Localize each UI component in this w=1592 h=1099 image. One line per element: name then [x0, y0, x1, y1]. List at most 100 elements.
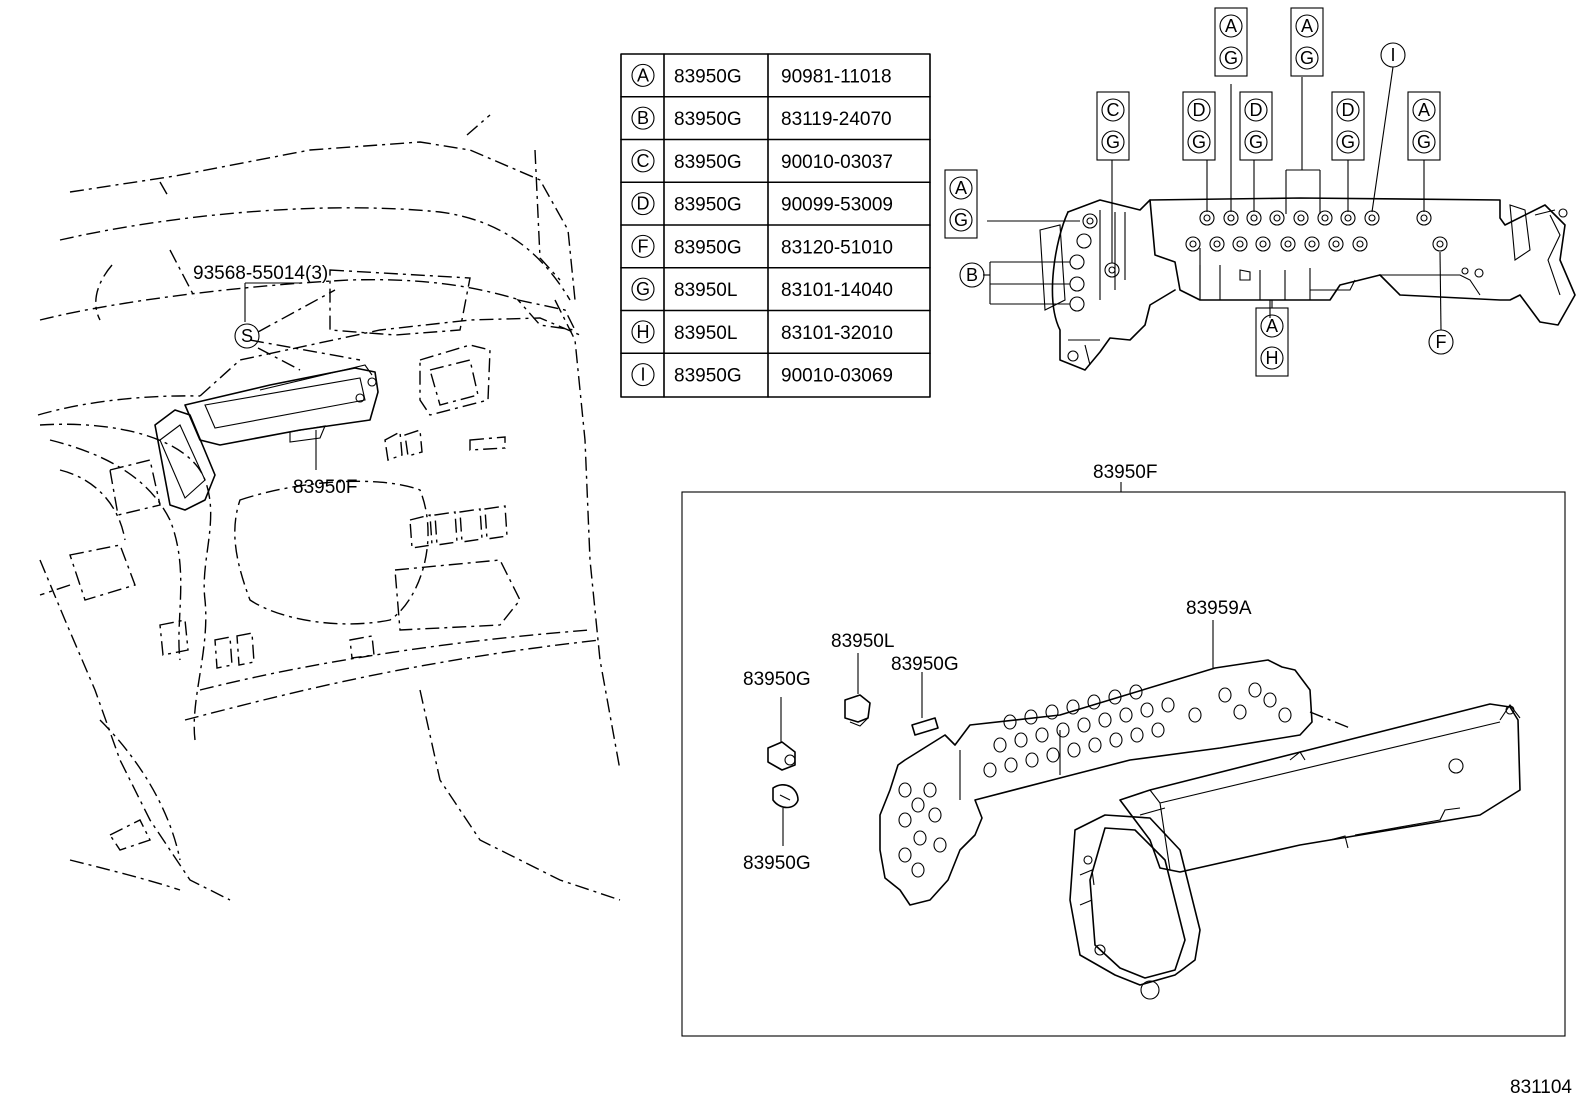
legend-part-number: 90010-03069	[781, 366, 893, 387]
board-hole	[1014, 732, 1028, 748]
legend-part-number: 83119-24070	[781, 109, 892, 130]
callout-letter: G	[1192, 132, 1206, 152]
board-hole	[1151, 722, 1165, 738]
board-hole	[1130, 727, 1144, 743]
board-hole	[923, 782, 937, 798]
callout-letter: I	[1390, 45, 1395, 65]
legend-code: 83950G	[674, 66, 742, 87]
board-hole	[928, 807, 942, 823]
socket-icon	[1185, 236, 1201, 252]
callout-circle: B	[959, 262, 985, 288]
callout-letter: G	[1249, 132, 1263, 152]
callout-box: AG	[1290, 7, 1324, 77]
socket-icon	[1232, 236, 1248, 252]
legend-key: D	[637, 194, 650, 214]
legend-key: G	[636, 279, 650, 299]
legend-code: 83950G	[674, 195, 742, 216]
callout-letter: F	[1436, 332, 1447, 352]
legend-code: 83950L	[674, 323, 737, 344]
callout-letter: A	[1301, 16, 1313, 36]
socket-icon	[1352, 236, 1368, 252]
legend-key-circle	[631, 192, 655, 216]
legend-key-circle	[631, 363, 655, 387]
legend-key-circle	[631, 277, 655, 301]
board-hole	[1233, 704, 1247, 720]
legend-key: A	[637, 65, 649, 85]
board-hole	[1188, 707, 1202, 723]
legend-part-number: 90099-53009	[781, 195, 893, 216]
callout-box: AG	[1214, 7, 1248, 77]
callout-box: DG	[1182, 91, 1216, 161]
board-hole	[1004, 757, 1018, 773]
board-hole	[1161, 697, 1175, 713]
board-hole	[993, 737, 1007, 753]
board-hole	[1088, 737, 1102, 753]
bulb-83950L	[844, 653, 871, 727]
board-hole	[933, 837, 947, 853]
socket-icon	[1104, 262, 1120, 278]
socket-icon	[1432, 236, 1448, 252]
socket-icon	[1304, 236, 1320, 252]
socket-icon	[1223, 210, 1239, 226]
callout-box: DG	[1239, 91, 1273, 161]
board-hole	[1129, 684, 1143, 700]
callout-box: AG	[1407, 91, 1441, 161]
bulb-g-label-lower: 83950G	[743, 853, 811, 874]
bulb-83950G-small	[911, 672, 939, 736]
socket-icon	[1328, 236, 1344, 252]
callout-letter: D	[1250, 100, 1263, 120]
board-hole	[1140, 702, 1154, 718]
socket-icon	[1076, 233, 1092, 249]
board-hole	[1045, 704, 1059, 720]
socket-icon	[1416, 210, 1432, 226]
callout-box: CG	[1096, 91, 1130, 161]
socket-icon	[1082, 213, 1098, 229]
board-hole	[898, 847, 912, 863]
callout-circle: I	[1380, 42, 1406, 68]
legend-key: H	[637, 322, 650, 342]
callout-letter: G	[1417, 132, 1431, 152]
legend-code: 83950G	[674, 366, 742, 387]
board-hole	[1218, 687, 1232, 703]
callout-letter: A	[1266, 316, 1278, 336]
screw-label: 93568-55014(3)	[193, 263, 328, 284]
board-label: 83959A	[1186, 598, 1252, 619]
screw-symbol: S	[241, 326, 253, 346]
bulb-g-label-upper: 83950G	[743, 669, 811, 690]
socket-icon	[1280, 236, 1296, 252]
frame-label: 83950F	[1093, 462, 1157, 483]
callout-box: DG	[1331, 91, 1365, 161]
legend-key-circle	[631, 106, 655, 130]
legend-code: 83950L	[674, 280, 737, 301]
legend-code: 83950G	[674, 237, 742, 258]
legend-key: F	[638, 236, 649, 256]
board-hole	[1024, 709, 1038, 725]
board-hole	[911, 797, 925, 813]
legend-key: B	[637, 108, 649, 128]
callout-letter: G	[954, 210, 968, 230]
socket-icon	[1317, 210, 1333, 226]
callout-letter: A	[1418, 100, 1430, 120]
callout-letter: C	[1107, 100, 1120, 120]
board-hole	[1067, 742, 1081, 758]
board-hole	[1119, 707, 1133, 723]
socket-icon	[1199, 210, 1215, 226]
board-hole	[911, 862, 925, 878]
bulb-l-label: 83950L	[831, 631, 894, 652]
board-hole	[1077, 717, 1091, 733]
socket-icon	[1364, 210, 1380, 226]
socket-icon	[1269, 210, 1285, 226]
board-hole	[1056, 722, 1070, 738]
callout-box: AH	[1255, 307, 1289, 377]
legend-row: D 83950G 90099-53009	[631, 192, 893, 216]
callout-letter: G	[1341, 132, 1355, 152]
meter-label: 83950F	[293, 477, 357, 498]
board-hole	[1003, 714, 1017, 730]
bulb-83950G-upper	[767, 697, 796, 771]
legend-part-number: 83120-51010	[781, 237, 893, 258]
legend-row: F 83950G 83120-51010	[631, 234, 893, 258]
board-hole	[1035, 727, 1049, 743]
